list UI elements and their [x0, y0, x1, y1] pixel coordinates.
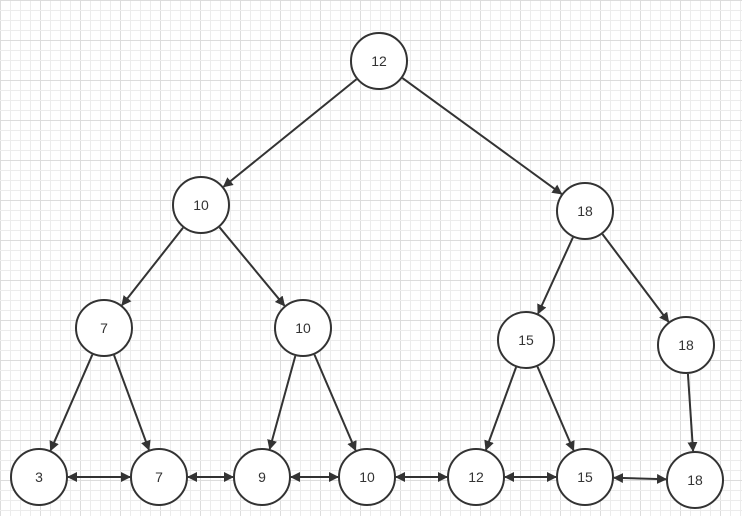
edge-root-to-l1-right-arrow	[401, 77, 563, 195]
node-l2-c: 15	[497, 311, 555, 369]
edge-l1-left-to-l2-b-arrow	[218, 226, 286, 307]
edge-l2-d-to-leaf-7-arrow	[686, 373, 698, 453]
edge-l1-right-to-l2-c-arrow	[537, 236, 574, 315]
edge-l1-left-to-l2-a-arrow	[121, 227, 184, 307]
node-l2-d: 18	[657, 316, 715, 374]
edge-l1-right-to-l2-d-arrow	[601, 233, 670, 323]
node-leaf-1: 3	[10, 448, 68, 506]
edge-l2-b-to-leaf-4-arrow	[313, 354, 357, 452]
edge-l2-b-to-leaf-3-arrow	[267, 355, 297, 451]
node-l2-b: 10	[274, 299, 332, 357]
node-leaf-6: 15	[556, 448, 614, 506]
node-leaf-5: 12	[447, 448, 505, 506]
edge-l2-a-to-leaf-2-arrow	[113, 354, 151, 451]
node-leaf-4: 10	[338, 448, 396, 506]
node-leaf-2: 7	[130, 448, 188, 506]
edge-l2-a-to-leaf-1-arrow	[49, 354, 94, 452]
node-l1-left: 10	[172, 176, 230, 234]
node-root: 12	[350, 32, 408, 90]
node-leaf-3: 9	[233, 448, 291, 506]
edge-l2-c-to-leaf-5-arrow	[484, 366, 517, 451]
node-leaf-7: 18	[666, 451, 724, 509]
edge-l2-c-to-leaf-6-arrow	[536, 366, 575, 452]
node-l1-right: 18	[556, 182, 614, 240]
node-l2-a: 7	[75, 299, 133, 357]
edge-leaf-6-leaf-7-bidirectional-arrow	[612, 473, 668, 484]
edge-root-to-l1-left-arrow	[222, 78, 358, 188]
